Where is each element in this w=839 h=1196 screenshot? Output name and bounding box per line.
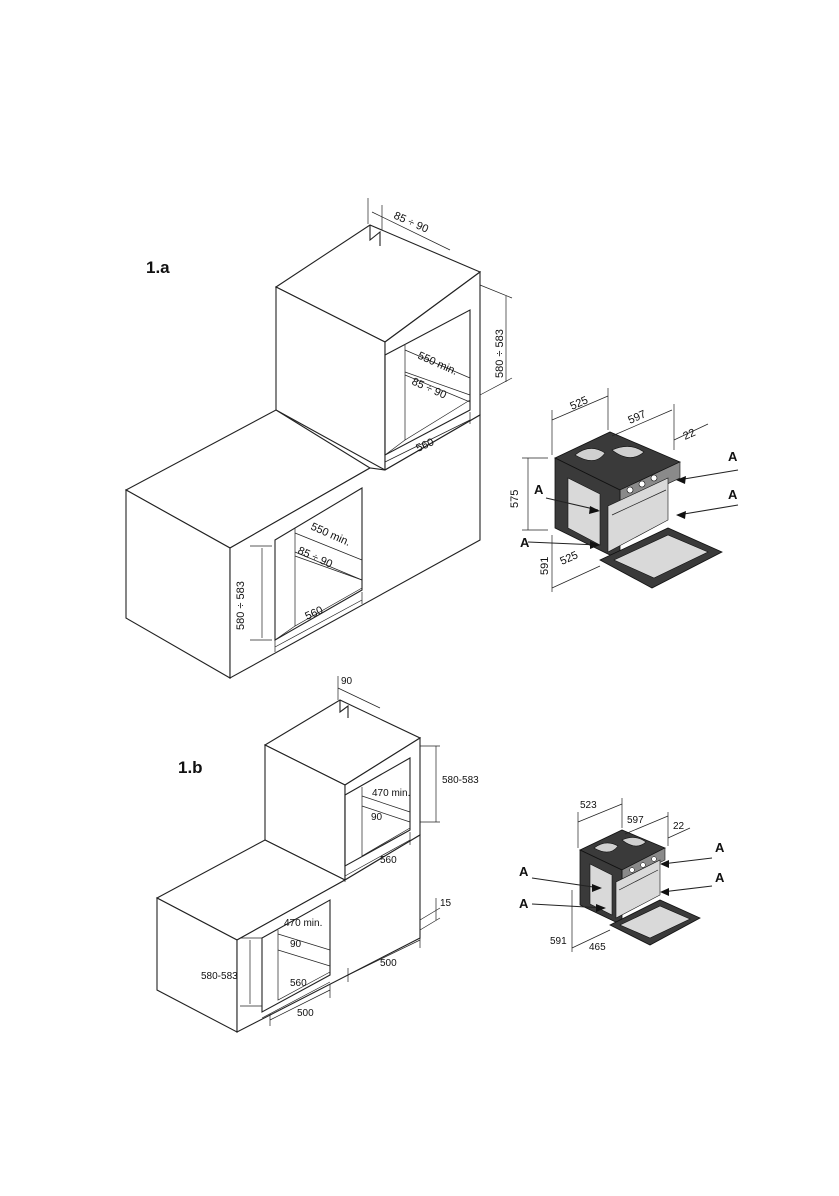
oven-dimension-lines-1a (522, 388, 709, 592)
callout-a-top-right-1a: A (728, 449, 738, 464)
oven-1b (579, 829, 701, 946)
dim-oven-front-1b: 22 (673, 821, 685, 832)
oven-dimension-lines-1b (571, 798, 691, 952)
figure-1a-label: 1.a (146, 258, 170, 277)
dim-oven-bottom-depth-1b: 465 (589, 942, 606, 953)
lower-cabinet-1a (124, 409, 481, 679)
dimension-lines-1a (250, 198, 513, 652)
callout-a-bottom-left-1a: A (520, 535, 530, 550)
dim-upper-gap-1a: 85 ÷ 90 (392, 210, 430, 236)
dim-oven-bottom-height-1a: 591 (539, 557, 551, 575)
dim-lower-inner-gap-1b: 90 (290, 939, 302, 950)
dim-base-right-1b: 500 (380, 958, 397, 969)
dim-oven-depth-1b: 523 (580, 800, 597, 811)
figure-1b: 1.b (155, 676, 725, 1033)
dim-oven-bottom-depth-1a: 525 (558, 549, 580, 567)
dim-upper-height-1b: 580-583 (442, 775, 479, 786)
dim-upper-width-1b: 560 (380, 855, 397, 866)
callout-a-bottom-left-1b: A (519, 896, 529, 911)
lower-cabinet-1b (155, 834, 421, 1033)
upper-cabinet-1b (263, 699, 422, 881)
dim-lower-height-1a: 580 ÷ 583 (235, 581, 247, 630)
callout-a-mid-right-1a: A (728, 487, 738, 502)
dim-lower-depth-1b: 470 min. (284, 918, 322, 929)
callout-a-mid-right-1b: A (715, 870, 725, 885)
callout-a-left-1a: A (534, 482, 544, 497)
dim-lower-width-1b: 560 (290, 978, 307, 989)
dim-upper-height-1a: 580 ÷ 583 (494, 329, 506, 378)
figure-1a: 1.a (124, 198, 739, 679)
callouts-1a (527, 469, 739, 549)
oven-1a (554, 431, 723, 589)
dim-lower-height-1b: 580-583 (201, 971, 238, 982)
dim-oven-height-1b: 591 (550, 936, 567, 947)
dim-upper-gap-1b: 90 (341, 676, 353, 687)
callout-a-left-1b: A (519, 864, 529, 879)
dim-oven-width-1b: 597 (627, 815, 644, 826)
figure-1b-label: 1.b (178, 758, 203, 777)
dimension-lines-1b (240, 676, 441, 1026)
callouts-1b (531, 857, 713, 912)
dim-oven-front-1a: 22 (681, 427, 697, 443)
dim-base-left-1b: 500 (297, 1008, 314, 1019)
dim-plinth-1b: 15 (440, 898, 452, 909)
dim-upper-inner-gap-1b: 90 (371, 812, 383, 823)
dim-oven-height-1a: 575 (509, 490, 521, 508)
dim-oven-depth-1a: 525 (568, 394, 590, 412)
dim-upper-depth-1b: 470 min. (372, 788, 410, 799)
dim-oven-width-1a: 597 (626, 408, 648, 426)
callout-a-top-right-1b: A (715, 840, 725, 855)
